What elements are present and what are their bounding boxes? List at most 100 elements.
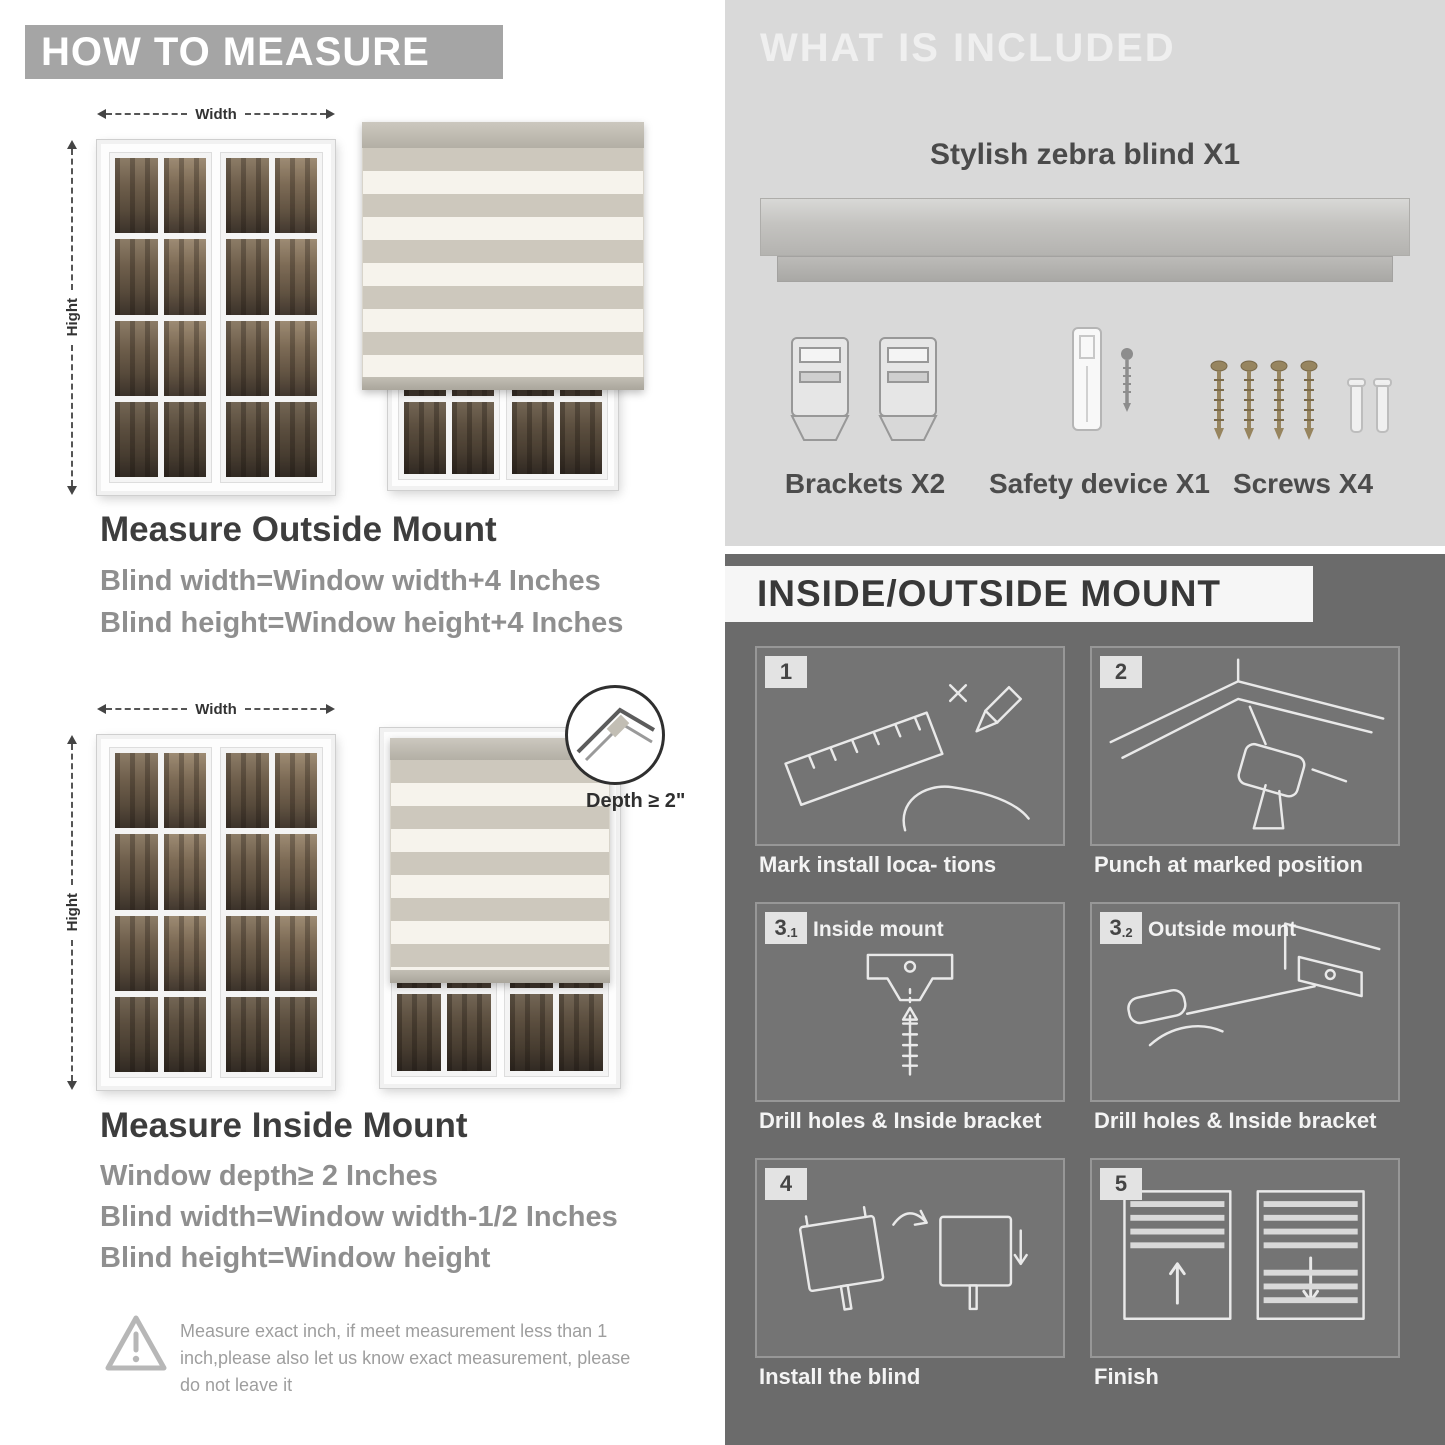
outside-mount-bracket-illustration <box>1127 922 1381 1047</box>
step-3-1-number: 3.1 <box>765 912 807 944</box>
window-photo-inside <box>96 734 336 1091</box>
install-blind-illustration <box>798 1206 1028 1311</box>
finish-illustration <box>1123 1190 1365 1320</box>
inside-depth-formula: Window depth≥ 2 Inches <box>100 1160 438 1192</box>
window-pane <box>274 996 317 1072</box>
mark-location-illustration <box>784 684 1030 832</box>
arrowhead-up-icon <box>67 140 77 149</box>
window-pane <box>115 401 158 477</box>
dashed-line <box>244 113 327 115</box>
window-pane <box>274 753 317 829</box>
blind-headrail-lip <box>777 256 1393 282</box>
step-4-caption: Install the blind <box>759 1364 921 1389</box>
window-pane <box>163 834 206 910</box>
step-1-panel: 1 <box>755 646 1065 846</box>
step-number-text: 3 <box>1109 915 1122 940</box>
dashed-line <box>71 344 73 487</box>
window-pane <box>226 158 269 234</box>
inside-outside-mount-header: INSIDE/OUTSIDE MOUNT <box>757 573 1222 614</box>
dashed-line <box>71 744 73 886</box>
inside-height-formula: Blind height=Window height <box>100 1242 491 1274</box>
window-pane <box>163 753 206 829</box>
blind-bottomrail <box>362 377 644 390</box>
height-label: Hight <box>63 893 81 932</box>
window-pane <box>512 402 554 474</box>
arrowhead-right-icon <box>326 109 336 119</box>
window-sash <box>109 747 212 1078</box>
window-pane <box>274 915 317 991</box>
step-3-2-title: Outside mount <box>1148 918 1297 941</box>
safety-device-label: Safety device X1 <box>988 468 1211 499</box>
window-pane <box>509 994 554 1071</box>
step-5-number: 5 <box>1100 1168 1142 1200</box>
brackets-label: Brackets X2 <box>784 468 946 499</box>
step-3-2-number: 3.2 <box>1100 912 1142 944</box>
height-label: Hight <box>63 298 81 337</box>
window-pane <box>274 239 317 315</box>
outside-height-formula: Blind height=Window height+4 Inches <box>100 607 624 639</box>
step-3-1-panel: 3.1 Inside mount <box>755 902 1065 1102</box>
window-pane <box>115 239 158 315</box>
what-is-included-header: WHAT IS INCLUDED <box>760 26 1176 70</box>
window-pane <box>446 994 491 1071</box>
outside-mount-title: Measure Outside Mount <box>100 510 497 549</box>
step-3-1-caption: Drill holes & Inside bracket <box>759 1108 1042 1133</box>
screws-icon <box>1210 359 1392 442</box>
width-arrow-outside: Width <box>97 104 336 124</box>
arrowhead-down-icon <box>67 486 77 496</box>
blind-headrail <box>390 738 610 760</box>
window-pane <box>163 401 206 477</box>
blind-headrail <box>362 122 644 148</box>
height-arrow-inside: Hight <box>62 735 82 1091</box>
inside-mount-bracket-illustration <box>866 953 954 1076</box>
window-pane <box>115 834 158 910</box>
dashed-line <box>71 149 73 291</box>
how-to-measure-header: HOW TO MEASURE <box>25 25 503 79</box>
arrowhead-up-icon <box>67 735 77 744</box>
step-2-caption: Punch at marked position <box>1094 852 1363 877</box>
height-arrow-outside: Hight <box>62 140 82 496</box>
inside-outside-mount-panel: INSIDE/OUTSIDE MOUNT 1 Mark install loca… <box>725 554 1445 1445</box>
window-pane <box>274 320 317 396</box>
window-pane <box>163 158 206 234</box>
window-pane <box>560 402 602 474</box>
window-corner-detail-icon <box>576 707 656 762</box>
width-label: Width <box>195 105 237 123</box>
step-3-2-caption: Drill holes & Inside bracket <box>1094 1108 1377 1133</box>
warning-text: Measure exact inch, if meet measurement … <box>180 1321 631 1395</box>
window-pane <box>226 834 269 910</box>
window-pane <box>452 402 494 474</box>
step-4-panel: 4 <box>755 1158 1065 1358</box>
zebra-blind-inside-illustration <box>390 738 610 983</box>
window-sash <box>220 747 323 1078</box>
width-label: Width <box>195 700 237 718</box>
window-pane <box>163 915 206 991</box>
screws-label: Screws X4 <box>1232 468 1374 499</box>
window-pane <box>274 158 317 234</box>
window-pane <box>163 320 206 396</box>
step-5-caption: Finish <box>1094 1364 1159 1389</box>
width-arrow-inside: Width <box>97 699 336 719</box>
what-is-included-panel: WHAT IS INCLUDED Stylish zebra blind X1 <box>725 0 1445 546</box>
window-pane <box>226 915 269 991</box>
drill-punch-illustration <box>1109 658 1385 830</box>
blind-bottomrail <box>390 970 610 983</box>
window-pane <box>115 996 158 1072</box>
depth-detail-circle <box>565 685 665 785</box>
window-pane <box>226 320 269 396</box>
step-number-sub: .1 <box>786 925 798 940</box>
step-number-sub: .2 <box>1121 925 1133 940</box>
outside-width-formula: Blind width=Window width+4 Inches <box>100 565 601 597</box>
arrowhead-left-icon <box>97 704 106 714</box>
arrowhead-down-icon <box>67 1081 77 1091</box>
step-3-1-title: Inside mount <box>813 918 944 941</box>
dashed-line <box>106 708 188 710</box>
dashed-line <box>106 113 188 115</box>
window-sash <box>109 152 212 483</box>
window-pane <box>115 320 158 396</box>
window-pane <box>115 158 158 234</box>
step-1-number: 1 <box>765 656 807 688</box>
arrowhead-right-icon <box>326 704 336 714</box>
step-2-number: 2 <box>1100 656 1142 688</box>
blind-fabric <box>362 148 644 377</box>
